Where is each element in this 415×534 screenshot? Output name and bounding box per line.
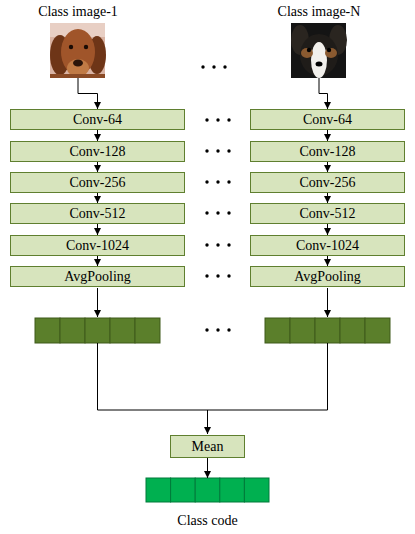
flow-arrow [97, 193, 98, 203]
box-label: Conv-128 [70, 144, 126, 160]
box-label: AvgPooling [64, 269, 131, 285]
class-image: Class image-1 [20, 3, 136, 78]
dog-photo [50, 23, 106, 78]
layer-box: Conv-1024 [10, 235, 185, 256]
box-label: Conv-256 [300, 175, 356, 191]
flow-arrow [97, 256, 98, 266]
box-label: Mean [192, 439, 224, 455]
mean-box: Mean [170, 435, 245, 458]
layer-box: AvgPooling [250, 266, 405, 287]
flow-arrow [327, 224, 328, 235]
flow-arrow [97, 162, 98, 172]
layer-box: Conv-64 [10, 109, 185, 130]
flow-arrow [327, 256, 328, 266]
feature-vector [35, 318, 160, 343]
image-anchor [51, 23, 106, 78]
class-image: Class image-N [261, 3, 377, 78]
layer-box: AvgPooling [10, 266, 185, 287]
dog-photo [291, 23, 347, 78]
box-label: AvgPooling [294, 269, 361, 285]
layer-box: Conv-256 [250, 172, 405, 193]
box-label: Conv-128 [300, 144, 356, 160]
flow-arrow [319, 78, 328, 109]
image-anchor [292, 23, 347, 78]
box-label: Conv-64 [73, 112, 122, 128]
layer-box: Conv-128 [10, 141, 185, 162]
box-label: Conv-512 [70, 206, 126, 222]
merge-wire [98, 288, 328, 434]
layer-box: Conv-1024 [250, 235, 405, 256]
flow-arrow [207, 458, 208, 478]
flow-arrow [97, 224, 98, 235]
box-label: Conv-1024 [66, 238, 129, 254]
box-label: Conv-512 [300, 206, 356, 222]
caption-label: Class image-1 [20, 3, 136, 21]
layer-box: Conv-512 [250, 203, 405, 224]
box-label: Conv-1024 [296, 238, 359, 254]
layer-box: Conv-64 [250, 109, 405, 130]
box-label: Conv-64 [303, 112, 352, 128]
feature-vector [265, 318, 390, 343]
class-code: Class code [146, 478, 269, 530]
box-label: Conv-256 [70, 175, 126, 191]
caption-label: Class code [146, 512, 269, 530]
layer-box: Conv-128 [250, 141, 405, 162]
layer-box: Conv-256 [10, 172, 185, 193]
flow-arrow [327, 193, 328, 203]
layer-box: Conv-512 [10, 203, 185, 224]
class-code-vector [146, 478, 269, 502]
image-anchor [146, 478, 269, 502]
flow-arrow [97, 130, 98, 141]
ellipsis-dots [201, 65, 230, 331]
flow-arrow [78, 78, 98, 109]
flow-arrow [327, 130, 328, 141]
caption-label: Class image-N [261, 3, 377, 21]
flow-arrow [327, 162, 328, 172]
